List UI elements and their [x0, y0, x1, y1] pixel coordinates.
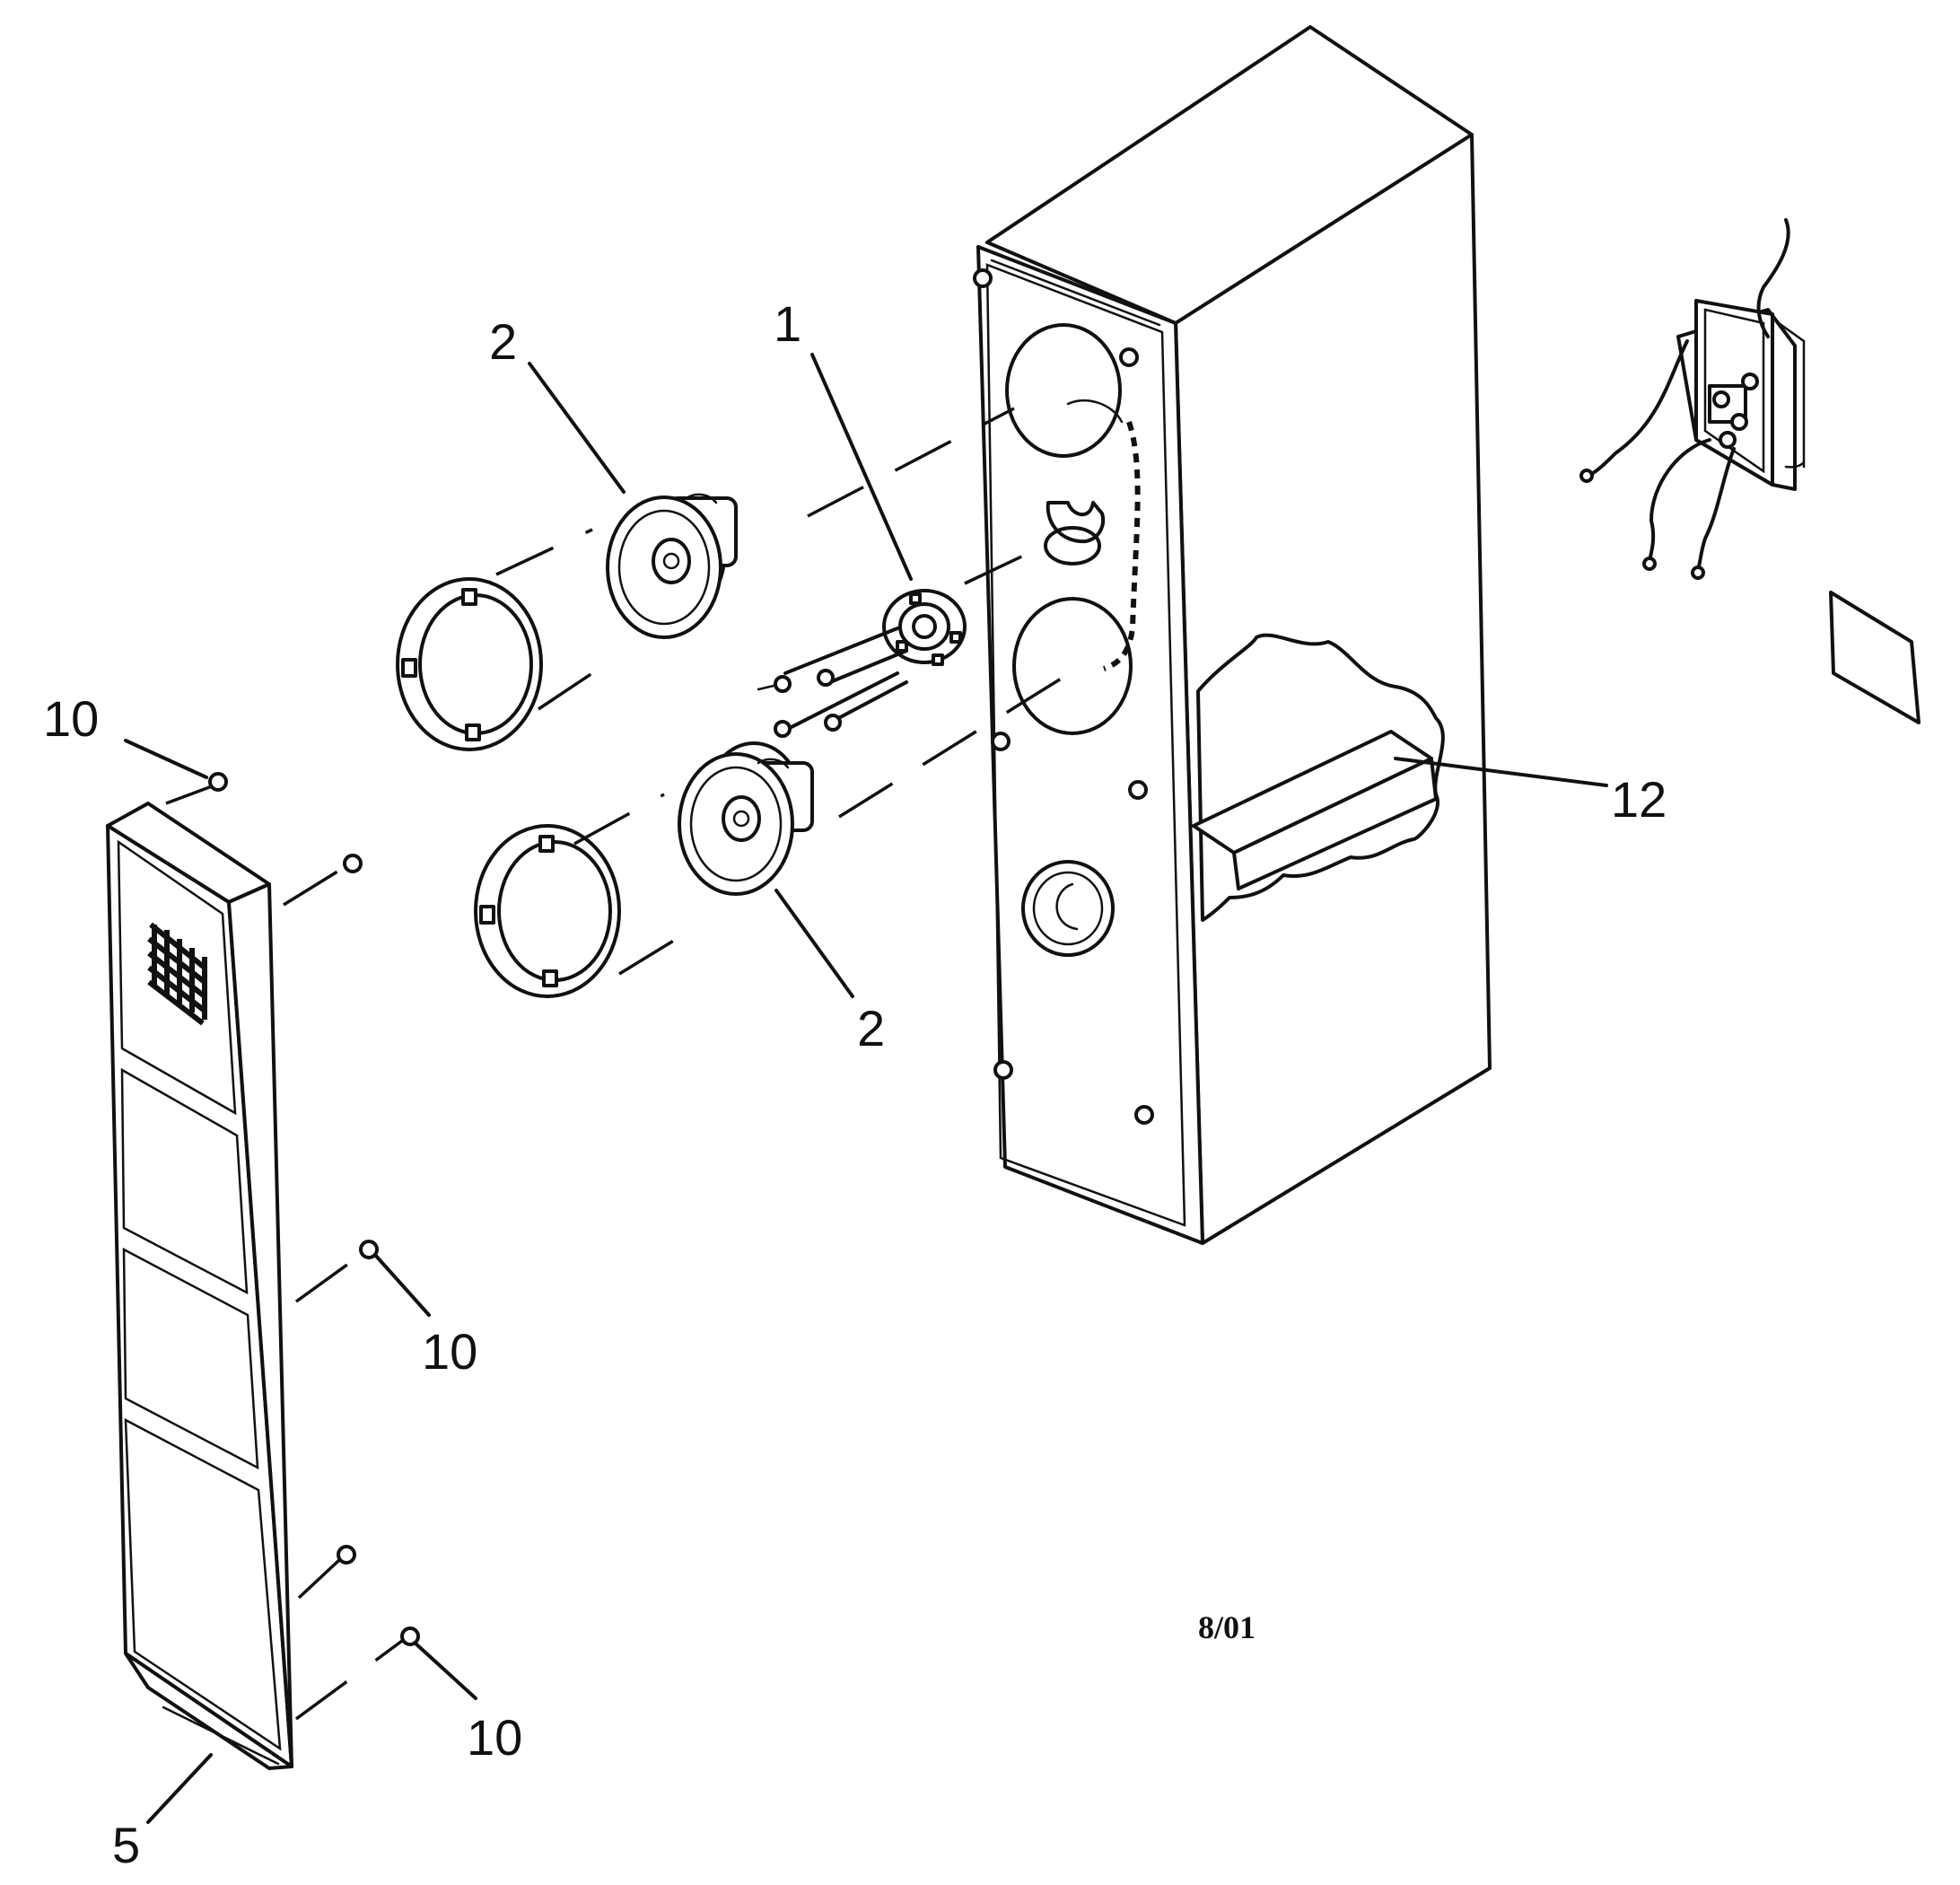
- grille-panel-4: [124, 1417, 282, 1751]
- cabinet-front-baffle: [976, 245, 1204, 1245]
- speaker-cabinet: [973, 25, 1492, 1245]
- leader-2-upper: [528, 362, 626, 494]
- leader-lines: [124, 353, 1608, 1824]
- internal-wire: [1102, 421, 1141, 671]
- grille-panel-3: [122, 1247, 259, 1470]
- tweeter-screws: [757, 627, 908, 738]
- baffle-screws: [973, 268, 1154, 1125]
- alignment-lines: [495, 407, 1078, 976]
- leader-12: [1394, 757, 1608, 787]
- callout-1: 1: [774, 295, 801, 352]
- leader-10-mid: [373, 1253, 431, 1317]
- leader-2-lower: [774, 889, 854, 998]
- callout-5: 5: [112, 1817, 140, 1873]
- callout-12: 12: [1611, 771, 1667, 828]
- front-grille-part-5: [106, 802, 293, 1770]
- leader-10-top: [124, 739, 208, 779]
- callout-10-top: 10: [43, 690, 99, 747]
- grille-panel-2: [120, 1067, 249, 1295]
- callout-10-mid: 10: [422, 1323, 477, 1380]
- mounting-ring-upper: [396, 577, 543, 751]
- damping-material-front: [1232, 757, 1438, 890]
- callout-2-lower: 2: [857, 1000, 885, 1056]
- label-plate: [1829, 591, 1921, 724]
- grille-side: [227, 882, 293, 1768]
- grille-fasteners-part-10: [165, 772, 420, 1721]
- callout-10-bottom: 10: [467, 1709, 522, 1766]
- date-stamp: 8/01: [1198, 1609, 1256, 1645]
- grille-panel-1: [117, 839, 237, 1116]
- grille-bottom-bevel: [124, 1652, 293, 1770]
- grille-mesh: [147, 922, 207, 1026]
- woofer-lower-part-2: [678, 741, 814, 896]
- leader-5: [146, 1753, 213, 1824]
- baffle-inner-edge: [985, 263, 1186, 1227]
- baffle-port: [1021, 860, 1115, 957]
- crossover-wire: [1756, 218, 1790, 338]
- callout-labels: 1 2 2 10 10 10 12 5 8/01: [43, 295, 1667, 1873]
- crossover-terminal-board: [1579, 218, 1806, 580]
- callout-2-upper: 2: [489, 313, 517, 370]
- woofer-upper-part-2: [606, 493, 738, 639]
- leader-1: [810, 353, 913, 581]
- baffle-hole-woofer-upper: [1005, 323, 1122, 458]
- mounting-ring-lower: [474, 824, 621, 998]
- leader-10-bottom: [413, 1641, 477, 1700]
- baffle-hole-woofer-lower: [1012, 597, 1133, 735]
- tweeter-part-1: [882, 589, 967, 666]
